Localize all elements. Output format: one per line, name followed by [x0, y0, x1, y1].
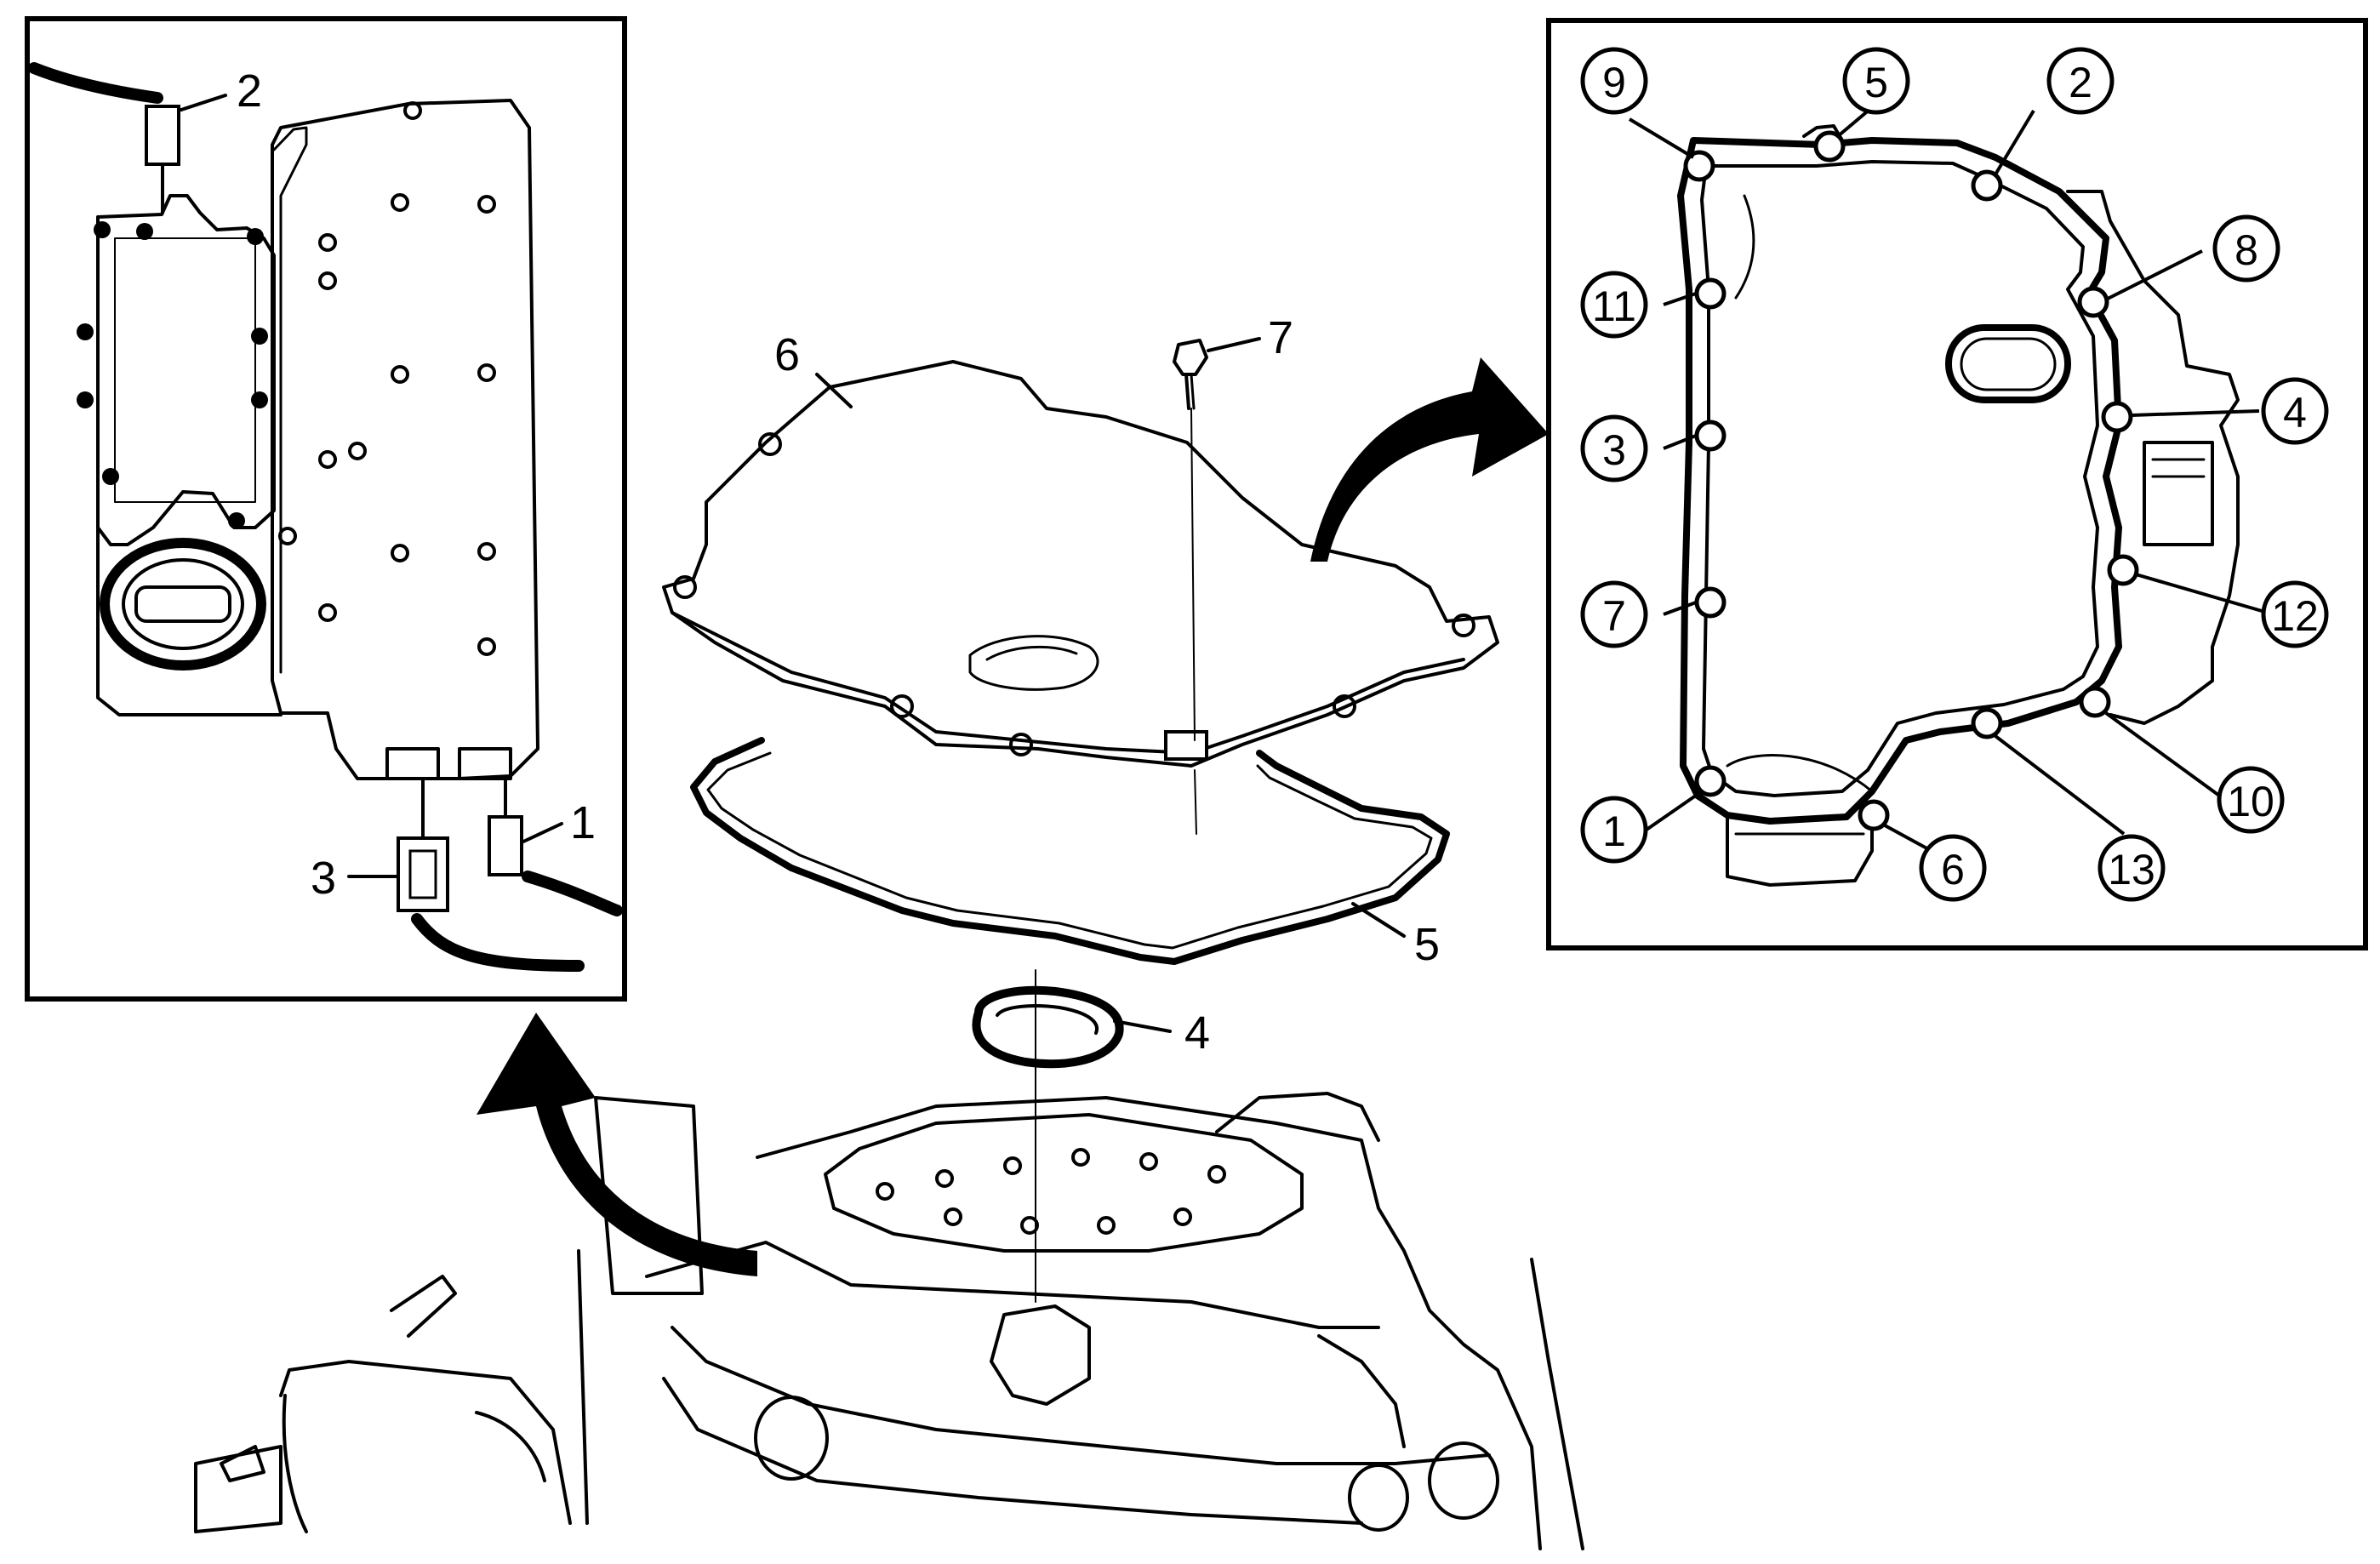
callout-left-1: 1: [570, 797, 596, 848]
callout-center-4: 4: [1184, 1007, 1210, 1059]
svg-text:5: 5: [1864, 59, 1888, 106]
svg-text:4: 4: [2283, 389, 2307, 437]
transmission-case-illustration: [194, 1092, 1584, 1550]
exploded-view: 6 7 5 4: [194, 312, 1584, 1550]
svg-text:2: 2: [2069, 59, 2092, 106]
sequence-callout-3: 3: [1580, 414, 1648, 482]
curved-arrow-to-left-inset-icon: [477, 1013, 757, 1276]
curved-arrow-to-right-inset-icon: [1310, 357, 1549, 562]
sequence-callout-4: 4: [2261, 377, 2329, 445]
sequence-callout-5: 5: [1842, 47, 1910, 115]
seal-part-4: [972, 969, 1124, 1303]
svg-text:8: 8: [2234, 226, 2258, 274]
pan-cover-top-view: [1677, 124, 2240, 887]
svg-text:7: 7: [1602, 592, 1626, 640]
connector-2-icon: [145, 105, 180, 214]
bolt-part-7: [1173, 339, 1208, 835]
pan-bolts: [1683, 130, 2139, 831]
callout-left-3: 3: [311, 853, 336, 904]
sequence-callout-13: 13: [2097, 834, 2166, 902]
valve-body-illustration: [28, 62, 623, 972]
svg-text:1: 1: [1602, 808, 1626, 855]
sequence-callout-8: 8: [2212, 214, 2280, 283]
callout-left-2: 2: [237, 66, 262, 117]
sequence-callout-6: 6: [1919, 834, 1987, 902]
sequence-callout-2: 2: [2046, 47, 2115, 115]
sequence-callout-11: 11: [1580, 271, 1648, 339]
svg-text:9: 9: [1602, 59, 1626, 106]
connector-3-icon: [397, 777, 449, 912]
callout-center-5: 5: [1414, 919, 1440, 970]
sequence-callout-10: 10: [2217, 766, 2285, 834]
sequence-leaders: [1628, 107, 2269, 853]
right-inset-panel: 9 5 2 8 11 4 3 7 12 10 1 13 6: [1546, 18, 2368, 950]
sequence-callout-9: 9: [1580, 47, 1648, 115]
bolt-sequence-callouts: 9 5 2 8 11 4 3 7 12 10 1 13 6: [1580, 47, 2329, 902]
cover-part-6: [662, 360, 1499, 768]
connector-oval-icon: [100, 538, 266, 671]
left-inset-panel: 2 1 3: [25, 16, 627, 1002]
sequence-callout-12: 12: [2261, 580, 2329, 648]
connector-1-icon: [488, 777, 523, 876]
svg-text:12: 12: [2271, 592, 2319, 640]
svg-text:11: 11: [1592, 283, 1636, 330]
svg-text:10: 10: [2227, 778, 2274, 825]
svg-text:13: 13: [2108, 846, 2155, 893]
svg-text:6: 6: [1941, 846, 1965, 893]
sequence-callout-1: 1: [1580, 796, 1648, 864]
callout-center-6: 6: [774, 329, 800, 380]
svg-text:3: 3: [1602, 426, 1626, 474]
callout-center-7: 7: [1268, 312, 1293, 363]
gasket-part-5: [690, 737, 1450, 965]
sequence-callout-7: 7: [1580, 580, 1648, 648]
